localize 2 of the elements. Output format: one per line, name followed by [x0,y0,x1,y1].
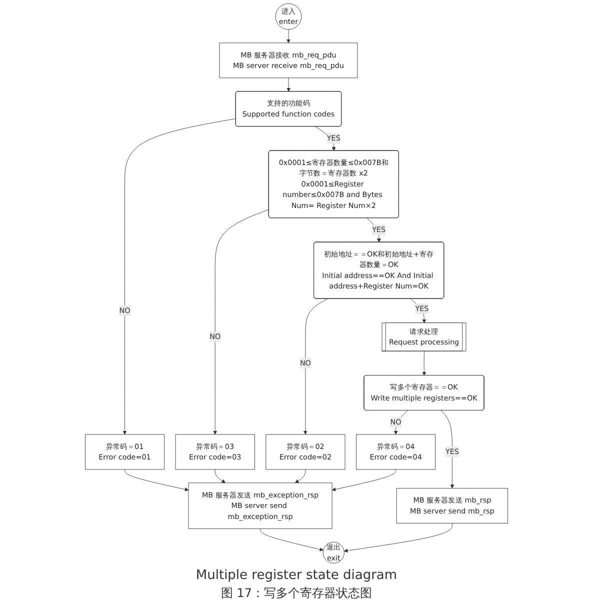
figure-caption: 图 17：写多个寄存器状态图 [220,585,372,602]
figure-subtitle: Multiple register state diagram [196,568,398,583]
